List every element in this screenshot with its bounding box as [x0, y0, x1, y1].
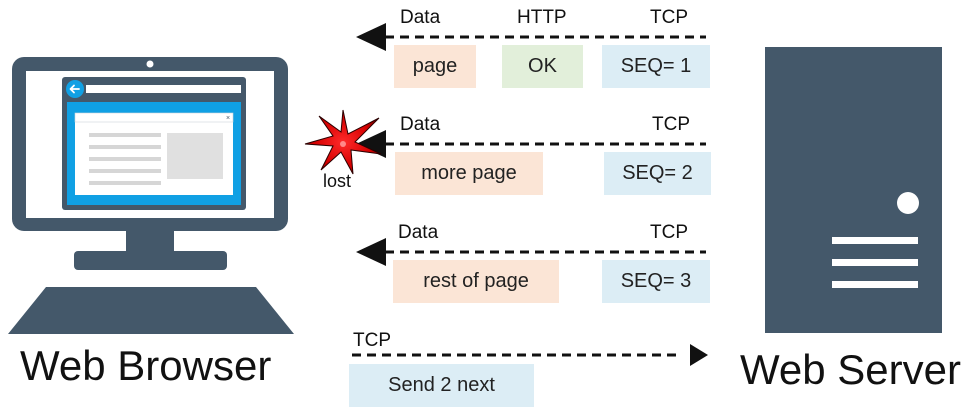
- browser-label: Web Browser: [20, 342, 272, 389]
- server-label: Web Server: [740, 346, 961, 393]
- arrow-packet-1: [356, 23, 706, 51]
- packet-3-data-box: rest of page: [393, 260, 559, 303]
- packet-1-tcp-box: SEQ= 1: [602, 45, 710, 88]
- packet-4-tcp-header: TCP: [353, 330, 391, 351]
- lost-label: lost: [323, 171, 352, 191]
- packet-1-data-box: page: [394, 45, 476, 88]
- packet-2-data-box: more page: [395, 152, 543, 195]
- packet-3-data-header: Data: [398, 222, 439, 243]
- packet-3-tcp-header: TCP: [650, 222, 688, 243]
- packet-1-data-header: Data: [400, 7, 441, 28]
- packet-2-tcp-header: TCP: [652, 114, 690, 135]
- arrow-packet-3: [356, 238, 706, 266]
- explosion-star-icon: [304, 109, 382, 175]
- packet-1-http-header: HTTP: [517, 7, 567, 28]
- packet-2-data-header: Data: [400, 114, 441, 135]
- packet-1-http-box: OK: [502, 45, 583, 88]
- arrow-packet-4: [352, 344, 708, 366]
- packet-2-tcp-box: SEQ= 2: [604, 152, 711, 195]
- packet-3-tcp-box: SEQ= 3: [602, 260, 710, 303]
- arrow-packet-2: [356, 130, 706, 158]
- back-arrow-icon: [66, 80, 84, 98]
- svg-text:×: ×: [226, 115, 230, 122]
- packet-1-tcp-header: TCP: [650, 7, 688, 28]
- packet-4-tcp-box: Send 2 next: [349, 364, 534, 407]
